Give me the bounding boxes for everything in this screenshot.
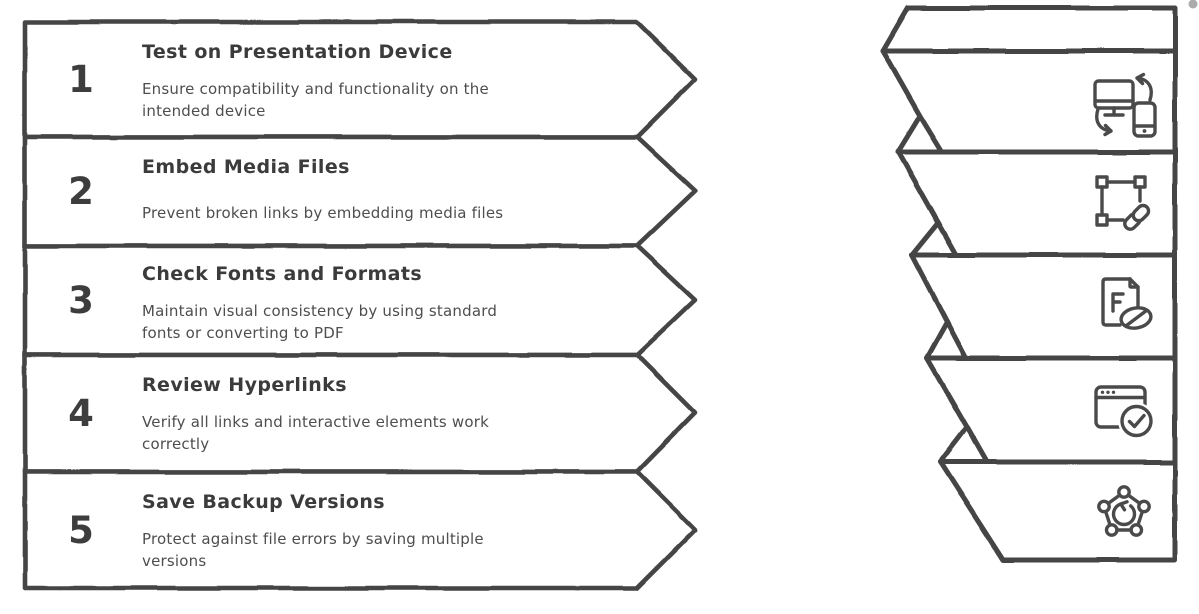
step-content: Check Fonts and Formats Maintain visual … (142, 262, 612, 344)
step-content: Review Hyperlinks Verify all links and i… (142, 373, 612, 455)
folded-ribbon (880, 5, 1178, 563)
step-banner-shape (22, 19, 698, 140)
step-number: 5 (68, 508, 94, 552)
browser-check-icon (1094, 385, 1155, 440)
step-title: Save Backup Versions (142, 491, 385, 513)
step-banners (22, 19, 698, 591)
file-font-icon (1101, 277, 1153, 330)
step-description: Protect against file errors by saving mu… (142, 530, 484, 570)
step-content: Test on Presentation Device Ensure compa… (142, 40, 612, 122)
step-content: Save Backup Versions Protect against fil… (142, 490, 612, 572)
step-banner-shape (22, 134, 698, 249)
step-description: Prevent broken links by embedding media … (142, 204, 504, 222)
step-description: Ensure compatibility and functionality o… (142, 80, 489, 120)
step-number: 4 (68, 392, 94, 435)
step-number: 2 (68, 170, 94, 213)
step-content: Embed Media Files Prevent broken links b… (142, 155, 612, 224)
ribbon-silhouette (880, 5, 1178, 563)
step-banner-shape (22, 352, 698, 475)
network-refresh-icon (1097, 485, 1151, 537)
step-banner-shape (22, 469, 698, 591)
step-title: Review Hyperlinks (142, 374, 347, 396)
ribbon-fold-lines (880, 48, 1178, 465)
step-title: Test on Presentation Device (142, 41, 453, 63)
step-title: Embed Media Files (142, 156, 350, 178)
selection-link-icon (1095, 175, 1151, 231)
step-banner-shape (22, 243, 698, 358)
step-description: Verify all links and interactive element… (142, 413, 489, 453)
step-number: 1 (68, 58, 94, 101)
step-title: Check Fonts and Formats (142, 263, 423, 285)
step-description: Maintain visual consistency by using sta… (142, 302, 498, 342)
step-number: 3 (68, 279, 94, 322)
devices-sync-icon (1093, 72, 1157, 138)
corner-dot (1188, 0, 1198, 9)
